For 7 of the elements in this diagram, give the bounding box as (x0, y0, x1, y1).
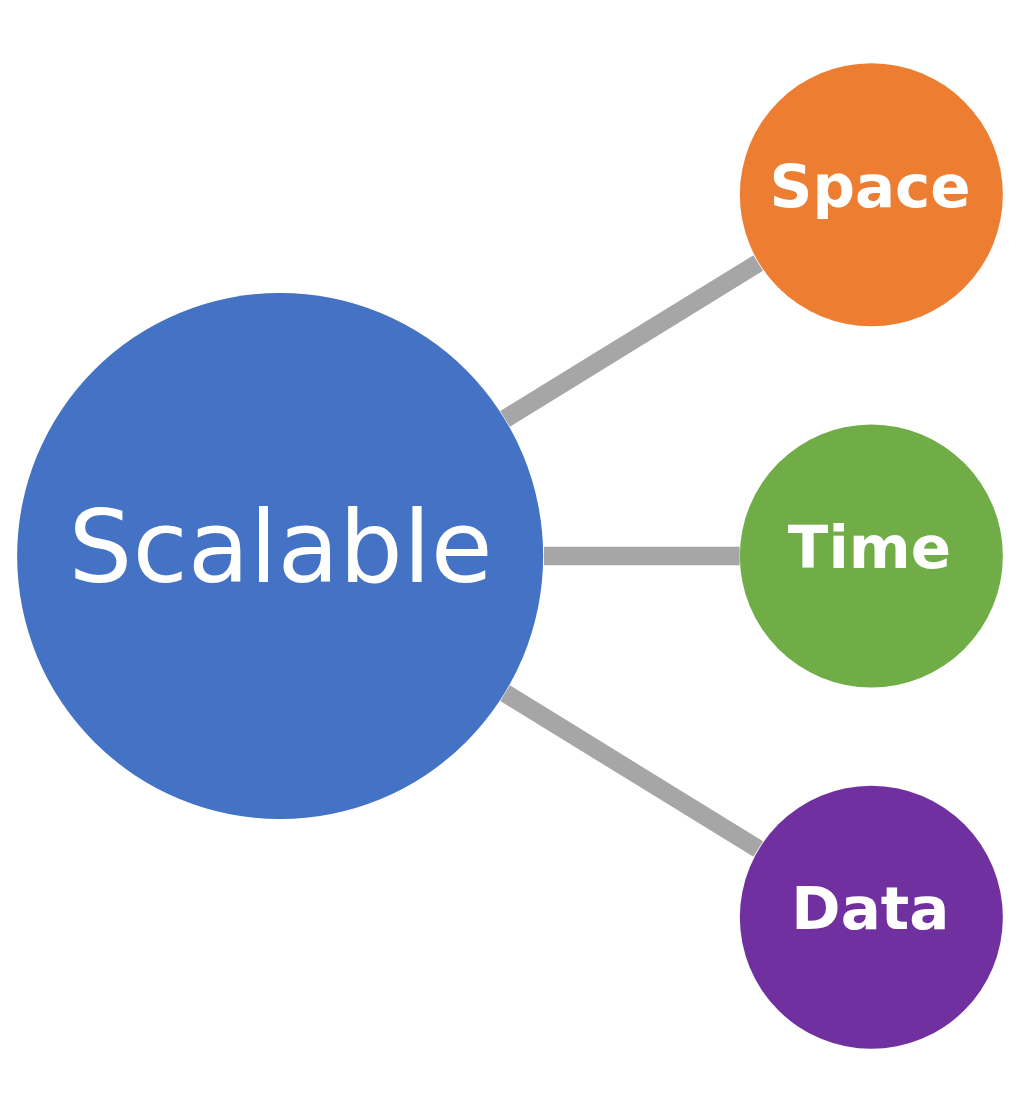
connector (500, 684, 764, 857)
node-circle: Scalable (17, 292, 544, 819)
connector (544, 546, 740, 565)
node-circle: Space (739, 62, 1003, 326)
node-circle: Data (739, 785, 1003, 1049)
node-circle: Time (739, 424, 1003, 687)
connector (500, 254, 764, 427)
